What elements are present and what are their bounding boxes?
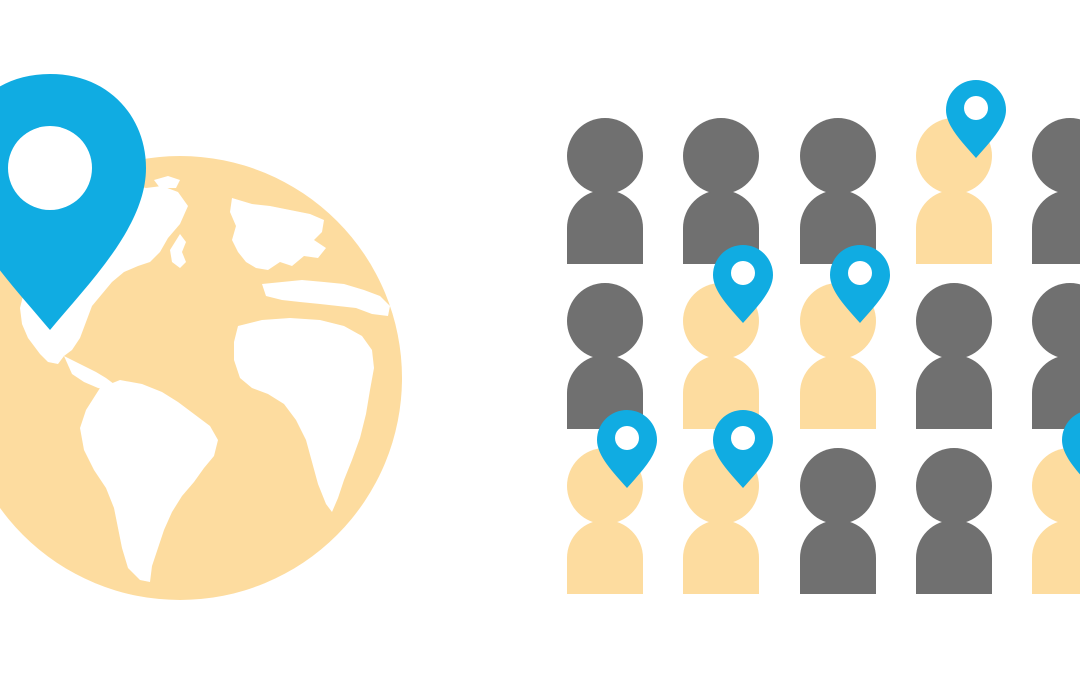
pin-hole — [848, 261, 872, 285]
person-icon — [1032, 448, 1080, 594]
person-body — [1032, 520, 1080, 594]
person-head — [916, 283, 992, 359]
people-grid — [567, 80, 1080, 594]
person-body — [567, 190, 643, 264]
location-pin-icon — [713, 245, 773, 323]
africa-landmass — [234, 318, 374, 512]
pin-hole — [964, 96, 988, 120]
location-pin-icon — [830, 245, 890, 323]
person-icon — [916, 448, 992, 594]
person-icon — [1032, 118, 1080, 264]
arctic-islands — [140, 176, 186, 268]
pin-hole — [8, 126, 92, 210]
person-body — [916, 355, 992, 429]
location-pin-icon — [0, 74, 146, 330]
person-head — [567, 118, 643, 194]
person-body — [1032, 355, 1080, 429]
mediterranean-coast — [262, 280, 390, 316]
south-america-landmass — [80, 380, 218, 582]
person-body — [916, 520, 992, 594]
person-icon — [683, 448, 759, 594]
person-body — [800, 355, 876, 429]
person-head — [683, 118, 759, 194]
globe-icon — [0, 74, 402, 600]
location-pin-icon — [597, 410, 657, 488]
person-icon — [800, 448, 876, 594]
pin-hole — [731, 261, 755, 285]
location-pin-icon — [713, 410, 773, 488]
person-body — [800, 520, 876, 594]
person-icon — [567, 283, 643, 429]
person-head — [1032, 283, 1080, 359]
location-pin-icon — [946, 80, 1006, 158]
person-body — [916, 190, 992, 264]
person-head — [916, 448, 992, 524]
person-icon — [1032, 283, 1080, 429]
person-icon — [800, 118, 876, 264]
pin-hole — [615, 426, 639, 450]
pin-shape — [1062, 412, 1080, 475]
person-body — [683, 520, 759, 594]
person-head — [1032, 118, 1080, 194]
person-icon — [567, 118, 643, 264]
person-head — [1032, 448, 1080, 524]
person-head — [567, 283, 643, 359]
person-head — [800, 118, 876, 194]
person-head — [800, 448, 876, 524]
person-icon — [916, 283, 992, 429]
person-body — [567, 520, 643, 594]
europe-landmass — [230, 198, 326, 270]
central-america — [64, 356, 114, 390]
person-icon — [683, 118, 759, 264]
location-pin-icon — [1062, 412, 1080, 475]
person-body — [1032, 190, 1080, 264]
pin-hole — [731, 426, 755, 450]
